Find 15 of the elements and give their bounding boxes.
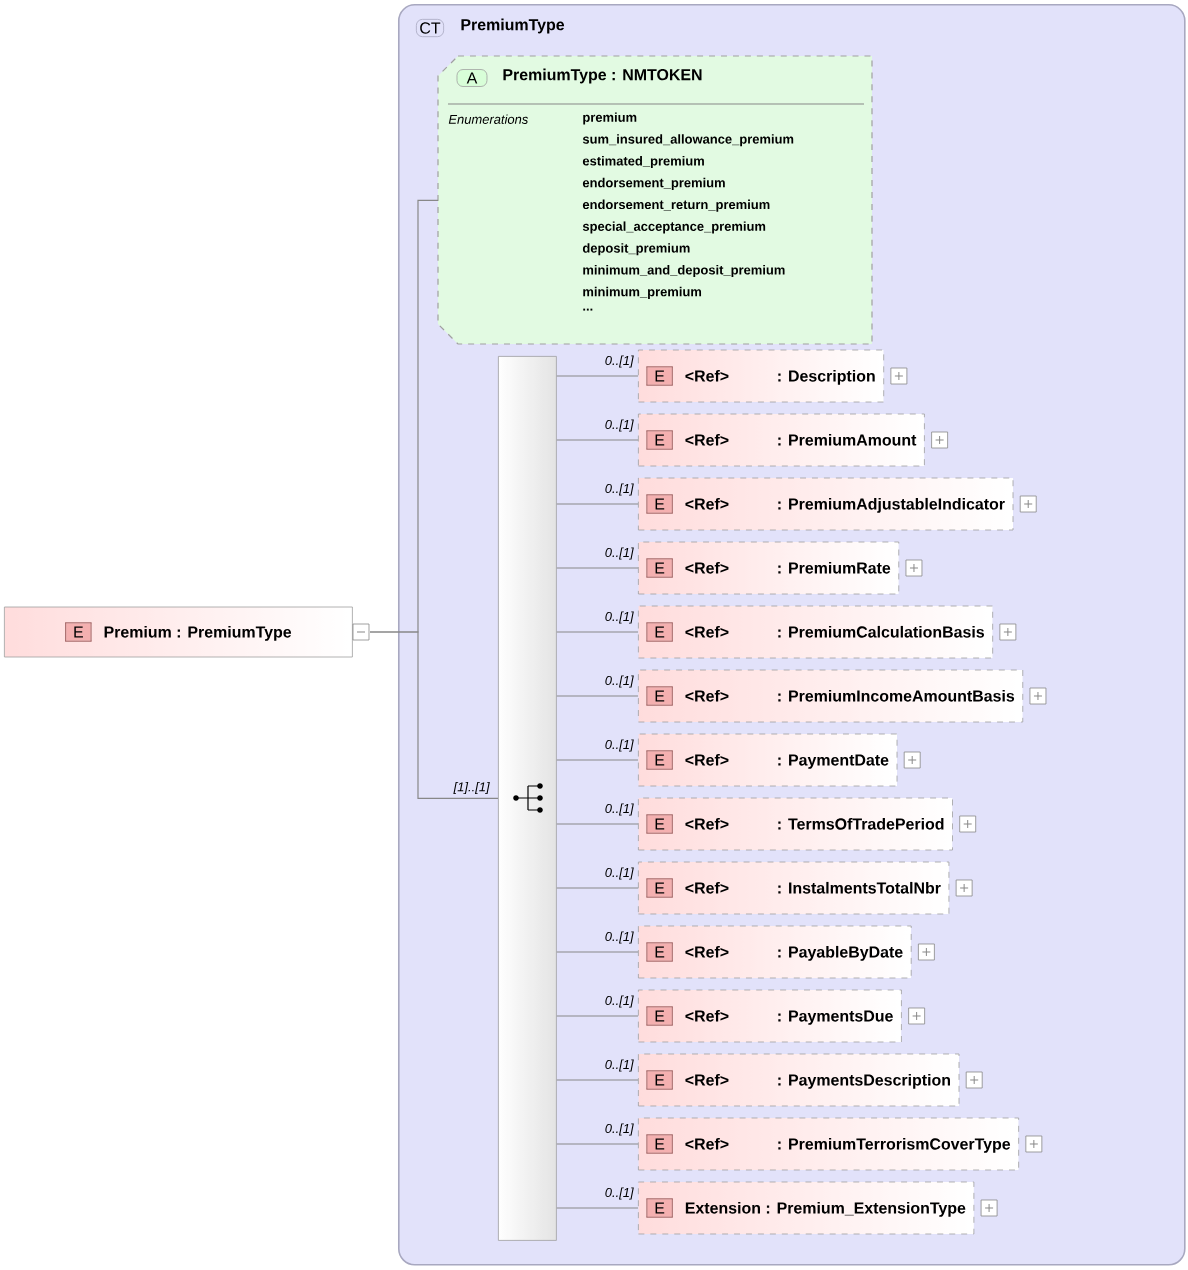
connector-line <box>556 1207 639 1209</box>
connector-line <box>556 1015 639 1017</box>
connector-line <box>556 887 639 889</box>
connector-line <box>556 631 639 633</box>
connector-line <box>556 823 639 825</box>
connector-line <box>556 951 639 953</box>
connector-line <box>556 375 639 377</box>
connector-line <box>556 1079 639 1081</box>
connector-line <box>556 567 639 569</box>
connector-line <box>556 695 639 697</box>
connector-line <box>556 1143 639 1145</box>
connector-line <box>556 759 639 761</box>
connector-line <box>556 503 639 505</box>
connector-line <box>369 631 499 799</box>
connector-line <box>556 439 639 441</box>
